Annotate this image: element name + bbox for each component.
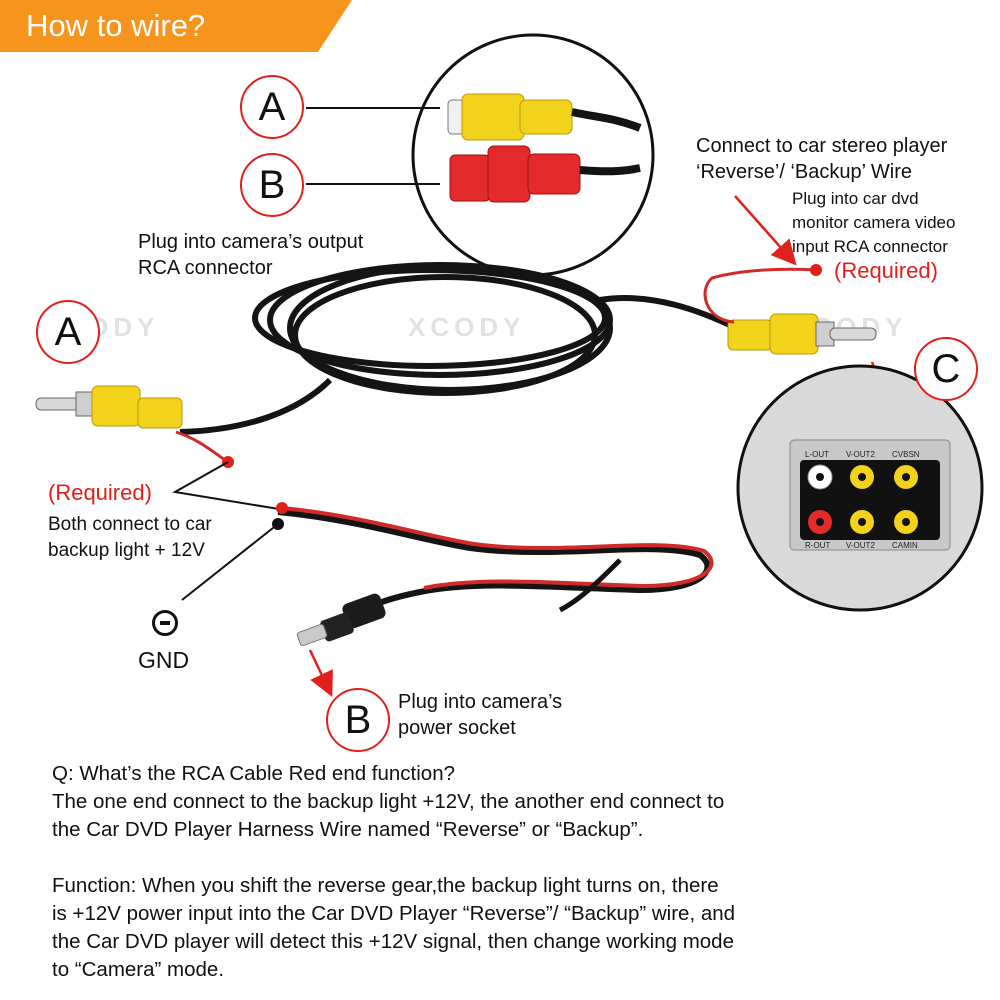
rca-jack-v-out2-top [850, 465, 874, 489]
right-red-trigger-wire [703, 267, 817, 324]
stereo-arrow [734, 195, 797, 266]
panel-label-v-out2-top: V-OUT2 [846, 450, 875, 459]
backup-light-pointer [172, 461, 286, 511]
function-line-1: Function: When you shift the reverse gea… [52, 874, 719, 897]
label-power-socket-1: Plug into camera’s [398, 691, 563, 713]
left-rca-plug [35, 385, 183, 429]
watermark-center: XCODY [408, 312, 526, 342]
header-banner: How to wire? [0, 0, 352, 52]
label-backup-light-2: backup light + 12V [48, 540, 205, 561]
label-stereo-2: ‘Reverse’/ ‘Backup’ Wire [696, 161, 912, 183]
dvd-panel-zoom-circle: L-OUT V-OUT2 CVBSN R-OUT V-OUT2 CAMIN [736, 364, 984, 612]
coiled-video-cable [179, 262, 742, 435]
qa-answer-line-2: the Car DVD Player Harness Wire named “R… [52, 818, 644, 841]
marker-b-top: B [240, 153, 304, 217]
qa-answer-line-1: The one end connect to the backup light … [52, 790, 725, 813]
panel-label-cvbsn: CVBSN [892, 450, 920, 459]
marker-a-top: A [240, 75, 304, 139]
panel-label-v-out2-bottom: V-OUT2 [846, 541, 875, 550]
label-camera-output-2: RCA connector [138, 257, 273, 279]
label-required-left: (Required) [48, 480, 152, 505]
label-power-socket-2: power socket [398, 717, 516, 739]
label-stereo-1: Connect to car stereo player [696, 135, 948, 157]
power-cable [277, 506, 714, 613]
label-backup-light-1: Both connect to car [48, 514, 212, 535]
panel-label-r-out: R-OUT [805, 541, 830, 550]
label-dvd-2: monitor camera video [792, 213, 956, 232]
power-black-dot [272, 518, 284, 530]
rca-jack-v-out2-bottom [850, 510, 874, 534]
panel-label-l-out: L-OUT [805, 450, 829, 459]
connector-zoom-circle [411, 33, 655, 277]
power-red-dot [276, 502, 288, 514]
dc-power-plug [296, 593, 386, 647]
label-required-right: (Required) [834, 258, 938, 283]
marker-c: C [914, 337, 978, 401]
label-camera-output-1: Plug into camera’s output [138, 231, 364, 253]
header-banner-shape [0, 0, 352, 52]
rca-jack-l-out [807, 464, 833, 490]
function-line-4: to “Camera” mode. [52, 958, 225, 981]
left-red-trigger-wire [175, 430, 229, 464]
qa-question: Q: What’s the RCA Cable Red end function… [52, 762, 456, 785]
rca-jack-camin [894, 510, 918, 534]
ground-icon [152, 610, 178, 636]
marker-a-left: A [36, 300, 100, 364]
function-line-3: the Car DVD player will detect this +12V… [52, 930, 734, 953]
panel-label-camin: CAMIN [892, 541, 918, 550]
label-dvd-3: input RCA connector [792, 237, 948, 256]
label-gnd: GND [138, 647, 190, 673]
gnd-pointer [181, 523, 279, 601]
power-socket-arrow [308, 649, 333, 698]
rca-jack-r-out [808, 510, 832, 534]
label-dvd-1: Plug into car dvd [792, 189, 919, 208]
page-title: How to wire? [26, 8, 206, 43]
marker-b-bottom: B [326, 688, 390, 752]
rca-jack-cvbsn [894, 465, 918, 489]
right-rca-plug [727, 313, 877, 355]
right-trigger-dot [810, 264, 822, 276]
function-line-2: is +12V power input into the Car DVD Pla… [52, 902, 736, 925]
